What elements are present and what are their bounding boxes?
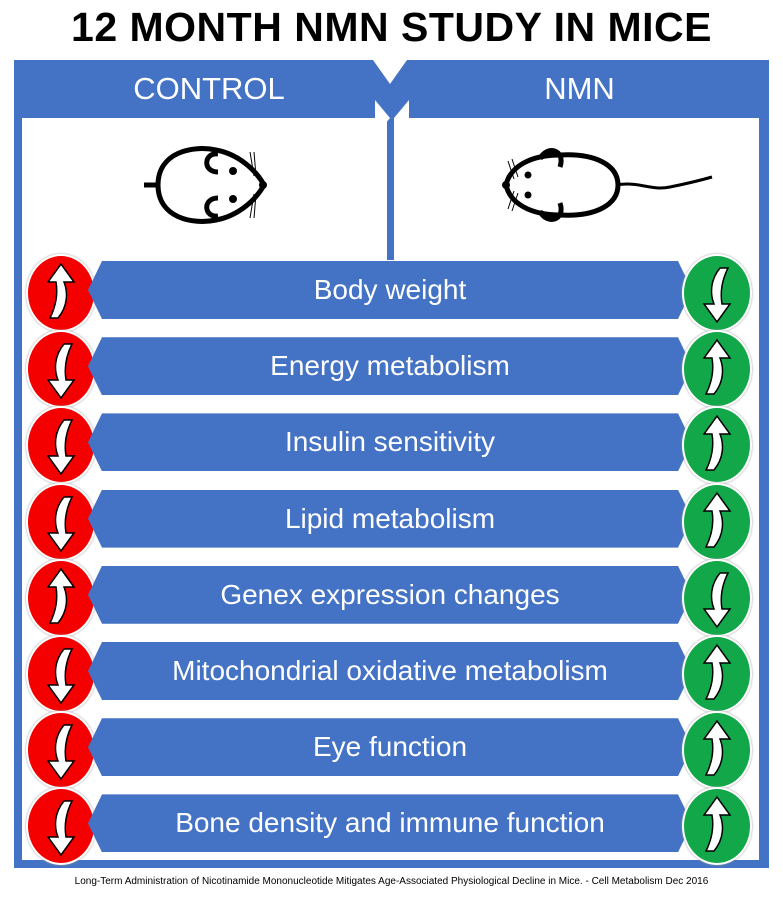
nmn-arrow-up-icon — [682, 711, 752, 790]
outcome-row: Eye function — [22, 711, 759, 790]
nmn-arrow-up-icon — [682, 482, 752, 561]
outcome-label: Energy metabolism — [88, 337, 692, 396]
outcome-row: Bone density and immune function — [22, 787, 759, 866]
control-arrow-down-icon — [26, 635, 96, 713]
outcome-label: Insulin sensitivity — [88, 413, 692, 472]
outcome-row: Genex expression changes — [22, 558, 759, 637]
outcome-label: Bone density and immune function — [88, 794, 692, 853]
citation: Long-Term Administration of Nicotinamide… — [74, 876, 709, 887]
nmn-arrow-up-icon — [682, 406, 752, 485]
nmn-arrow-down-icon — [682, 558, 752, 637]
outcome-label: Body weight — [88, 261, 692, 319]
outcome-row: Lipid metabolism — [22, 482, 759, 561]
fat-mouse-icon — [144, 146, 267, 224]
control-column-header: CONTROL — [133, 71, 285, 106]
divider-notch-left — [375, 100, 390, 136]
outcome-label: Eye function — [88, 718, 692, 777]
outcome-row: Body weight — [22, 254, 759, 332]
outcome-label: Lipid metabolism — [88, 489, 692, 548]
nmn-arrow-up-icon — [682, 330, 752, 409]
control-arrow-up-icon — [26, 254, 96, 332]
nmn-column-header: NMN — [544, 71, 615, 106]
control-arrow-down-icon — [26, 787, 96, 866]
page-title: 12 MONTH NMN STUDY IN MICE — [71, 4, 712, 50]
control-arrow-down-icon — [26, 711, 96, 790]
outcome-label: Genex expression changes — [88, 565, 692, 624]
control-arrow-down-icon — [26, 330, 96, 409]
outcome-row: Energy metabolism — [22, 330, 759, 409]
outcome-row: Insulin sensitivity — [22, 406, 759, 485]
nmn-arrow-up-icon — [682, 635, 752, 713]
divider-notch-right — [394, 100, 409, 136]
slim-mouse-icon — [502, 148, 713, 222]
control-arrow-up-icon — [26, 558, 96, 637]
nmn-arrow-up-icon — [682, 787, 752, 866]
control-arrow-down-icon — [26, 406, 96, 485]
outcome-label: Mitochondrial oxidative metabolism — [88, 642, 692, 700]
control-arrow-down-icon — [26, 482, 96, 561]
header-notch — [373, 60, 407, 84]
nmn-arrow-down-icon — [682, 254, 752, 332]
column-divider — [387, 100, 394, 260]
outcome-row: Mitochondrial oxidative metabolism — [22, 635, 759, 713]
